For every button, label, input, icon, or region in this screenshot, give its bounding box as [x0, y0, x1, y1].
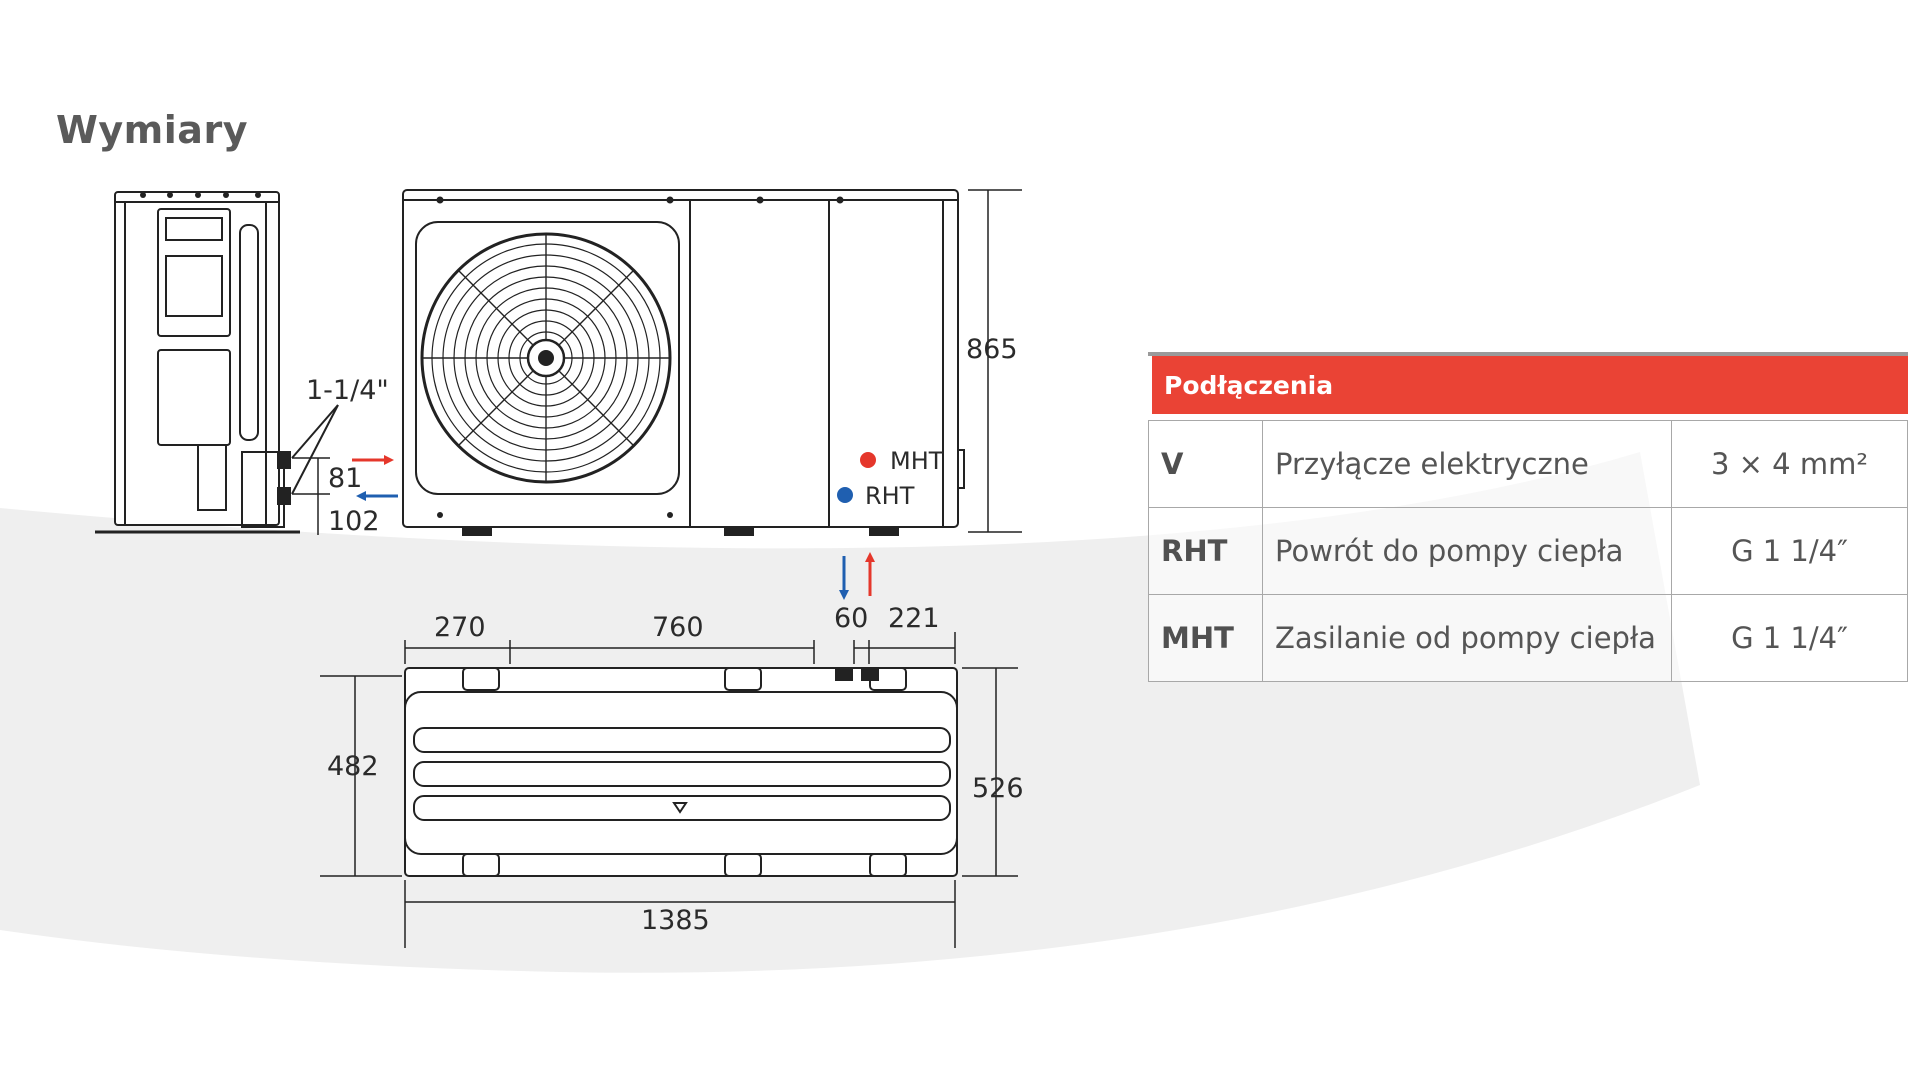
top-view [404, 667, 958, 877]
pipe-size-leaders [291, 404, 339, 495]
foot-depth-dimension: 482 [327, 751, 379, 782]
table-row: RHT Powrót do pompy ciepła G 1 1/4″ [1148, 507, 1908, 595]
connections-table: Podłączenia V Przyłącze elektryczne 3 × … [1148, 352, 1908, 682]
pipe-size-label: 1-1/4" [306, 375, 389, 406]
pipe-lower-dimension: 102 [328, 506, 380, 537]
return-marker-label: RHT [865, 482, 915, 510]
table-row: V Przyłącze elektryczne 3 × 4 mm² [1148, 420, 1908, 508]
supply-marker-dot [860, 452, 876, 468]
connection-code: RHT [1148, 507, 1263, 595]
fan-icon [420, 232, 672, 484]
supply-marker-label: MHT [890, 447, 944, 475]
table-top-rule [1148, 352, 1908, 356]
total-depth-dimension: 526 [972, 773, 1024, 804]
front-view [402, 189, 965, 536]
table-header: Podłączenia [1152, 356, 1908, 414]
connection-value: G 1 1/4″ [1671, 594, 1908, 682]
total-width-dimension: 1385 [641, 905, 710, 936]
right-offset-dimension: 221 [888, 603, 940, 634]
page-title: Wymiary [56, 108, 248, 152]
side-view [95, 191, 300, 534]
pipe-spacing-dimension: 60 [834, 603, 868, 634]
table-row: MHT Zasilanie od pompy ciepła G 1 1/4″ [1148, 594, 1908, 682]
height-dimension: 865 [966, 334, 1018, 365]
connection-description: Powrót do pompy ciepła [1262, 507, 1672, 595]
connection-value: G 1 1/4″ [1671, 507, 1908, 595]
middle-span-dimension: 760 [652, 612, 704, 643]
height-dimension-line [968, 189, 1022, 533]
return-marker-dot [837, 487, 853, 503]
pipe-upper-dimension: 81 [328, 463, 362, 494]
connection-code: V [1148, 420, 1263, 508]
left-offset-dimension: 270 [434, 612, 486, 643]
connections-grid: V Przyłącze elektryczne 3 × 4 mm² RHT Po… [1148, 420, 1908, 682]
connection-value: 3 × 4 mm² [1671, 420, 1908, 508]
width-dimension-lines [320, 632, 1018, 948]
connection-description: Zasilanie od pompy ciepła [1262, 594, 1672, 682]
connection-code: MHT [1148, 594, 1263, 682]
connection-description: Przyłącze elektryczne [1262, 420, 1672, 508]
